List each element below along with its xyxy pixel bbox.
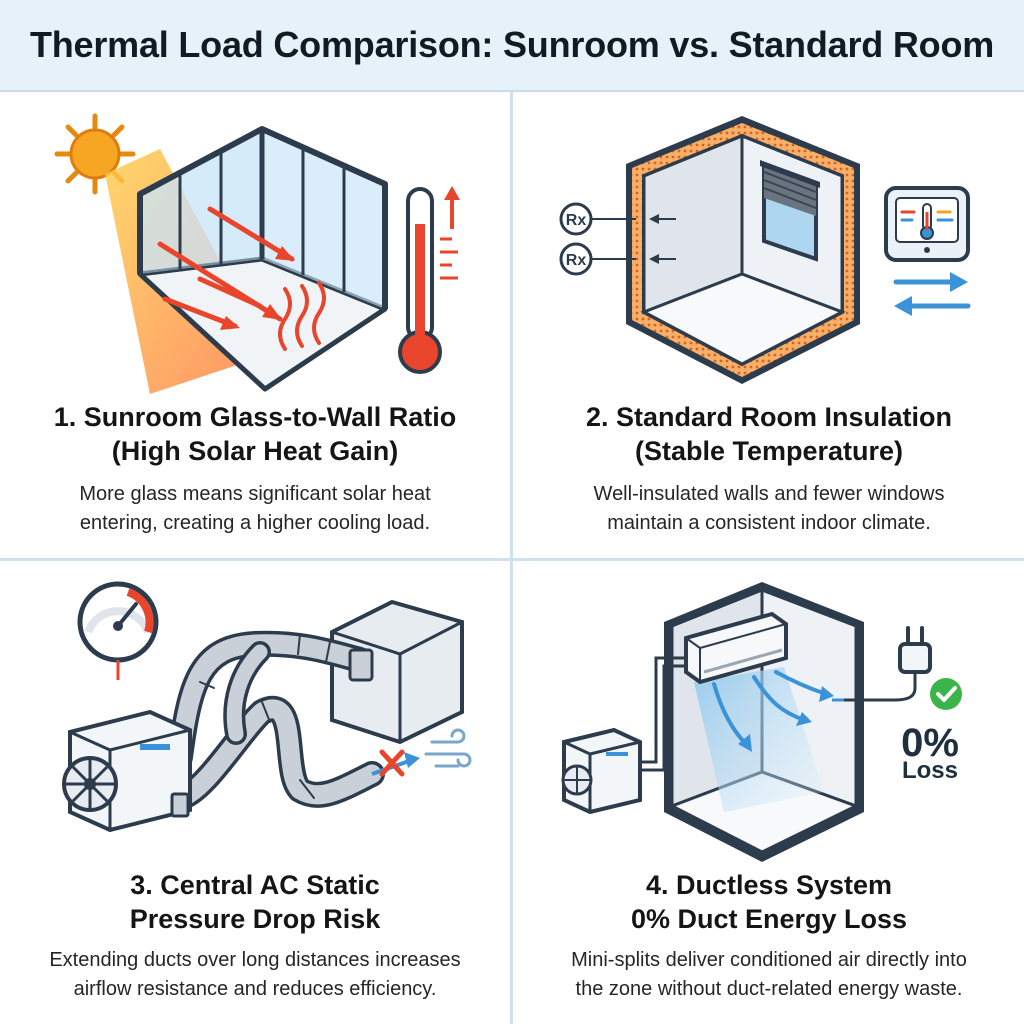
horizontal-divider: [0, 558, 1024, 561]
exchange-arrows-icon: [893, 272, 971, 316]
panel-standard-room: Rx Rx: [514, 94, 1024, 558]
outdoor-unit-icon: [561, 727, 642, 815]
panel-description: Well-insulated walls and fewer windows m…: [593, 483, 945, 534]
thermometer-icon: [398, 186, 460, 374]
sunroom-illustration: [54, 113, 460, 394]
loss-value: 0%: [901, 721, 959, 765]
panel-title: 4. Ductless System 0% Duct Energy Loss: [630, 870, 908, 934]
header-banner: Thermal Load Comparison: Sunroom vs. Sta…: [0, 0, 1024, 92]
mini-split-icon: [684, 611, 788, 685]
cool-air-arrow-icon: [712, 670, 834, 752]
heat-wave-icon: [278, 281, 326, 351]
insulated-room-icon: [626, 116, 860, 384]
ac-condenser-icon: [62, 709, 192, 833]
panel-ductless: 0% Loss 4. Ductless System 0% Duct Energ…: [514, 562, 1024, 1024]
panel-sunroom: 1. Sunroom Glass-to-Wall Ratio (High Sol…: [0, 94, 510, 558]
heat-arrow-icon: [157, 206, 295, 330]
r-label: Rx: [566, 212, 587, 229]
ductwork-icon: [167, 630, 385, 811]
page-title: Thermal Load Comparison: Sunroom vs. Sta…: [29, 24, 995, 65]
ductless-illustration: 0% Loss: [561, 582, 962, 862]
check-icon: [930, 678, 962, 710]
panel-central-ac: 3. Central AC Static Pressure Drop Risk …: [0, 562, 510, 1024]
central-ac-illustration: [62, 581, 472, 833]
loss-label: Loss: [902, 757, 958, 784]
panel-description: More glass means significant solar heat …: [79, 483, 431, 534]
panel-description: Extending ducts over long distances incr…: [49, 949, 461, 1000]
thermostat-icon: [884, 186, 970, 262]
r-label: Rx: [566, 252, 587, 269]
panel-description: Mini-splits deliver conditioned air dire…: [571, 949, 967, 1000]
room-box-icon: [330, 599, 464, 745]
pressure-gauge-icon: [77, 581, 159, 680]
panel-title: 2. Standard Room Insulation (Stable Temp…: [585, 402, 953, 466]
blocked-airflow-icon: [371, 728, 472, 777]
window-blind-icon: [760, 160, 820, 262]
glass-room-icon: [137, 126, 388, 392]
plug-icon: [832, 626, 932, 702]
standard-room-illustration: Rx Rx: [559, 116, 971, 384]
panel-title: 3. Central AC Static Pressure Drop Risk: [129, 870, 381, 934]
r-value-markers: Rx Rx: [559, 202, 676, 276]
panel-title: 1. Sunroom Glass-to-Wall Ratio (High Sol…: [53, 402, 457, 466]
